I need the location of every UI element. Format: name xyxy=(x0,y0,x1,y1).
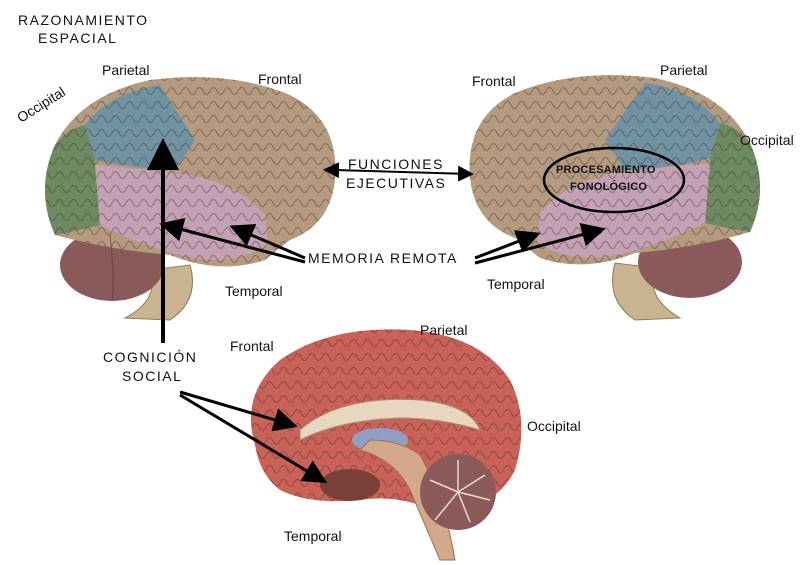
occipital-bottom-label: Occipital xyxy=(527,418,581,434)
frontal-bottom-label: Frontal xyxy=(230,338,274,354)
procesamiento-label-line1: PROCESAMIENTO xyxy=(556,163,656,177)
left-brain-lateral-view xyxy=(45,77,335,320)
midsagittal-brain-view xyxy=(251,329,522,560)
funciones-label-line2: EJECUTIVAS xyxy=(346,175,446,191)
left-gyri-texture xyxy=(45,77,335,266)
frontal-left-label: Frontal xyxy=(258,71,302,87)
temporal-right-label: Temporal xyxy=(487,276,545,292)
cognicion-label-line2: SOCIAL xyxy=(122,368,182,384)
midsagittal-temporal-pole xyxy=(320,469,380,501)
occipital-right-label: Occipital xyxy=(740,132,794,148)
frontal-right-label: Frontal xyxy=(472,73,516,89)
parietal-bottom-label: Parietal xyxy=(420,322,467,338)
memoria-remota-label: MEMORIA REMOTA xyxy=(308,250,458,266)
temporal-left-label: Temporal xyxy=(225,283,283,299)
cognicion-label-line1: COGNICIÓN xyxy=(103,349,197,365)
parietal-left-label: Parietal xyxy=(102,62,149,78)
razonamiento-label-line2: ESPACIAL xyxy=(38,30,117,46)
parietal-right-label: Parietal xyxy=(660,62,707,78)
procesamiento-label-line2: FONOLÓGICO xyxy=(570,180,647,194)
funciones-label-line1: FUNCIONES xyxy=(348,156,444,172)
razonamiento-label-line1: RAZONAMIENTO xyxy=(18,12,149,28)
temporal-bottom-label: Temporal xyxy=(284,528,342,544)
